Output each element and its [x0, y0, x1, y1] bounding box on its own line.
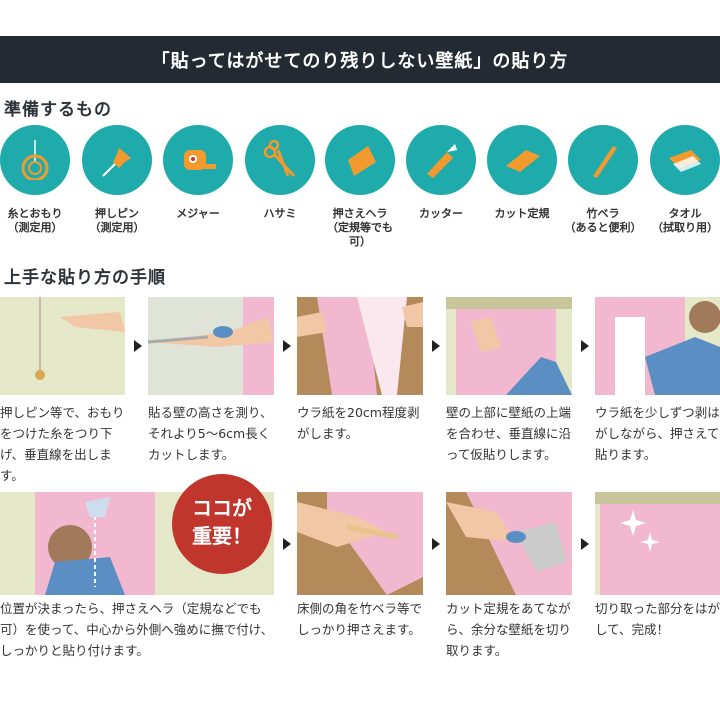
- step-1-image: [0, 297, 125, 395]
- tool-item: 押しピン（測定用）: [76, 125, 158, 235]
- tool-label: 押しピン（測定用）: [76, 207, 158, 235]
- tool-note: （拭取り用）: [652, 221, 718, 234]
- step-2-text: 貼る壁の高さを測り、それより5～6cm長くカットします。: [148, 405, 273, 462]
- arrow-icon: [432, 340, 440, 352]
- tool-label: 竹ベラ（あると便利）: [562, 207, 644, 235]
- tool-item: タオル（拭取り用）: [644, 125, 720, 235]
- step-9-text: 切り取った部分をはがして、完成！: [595, 601, 720, 637]
- step-3-text: ウラ紙を20cm程度剥がします。: [297, 405, 420, 441]
- bamboo-spatula-icon: [568, 125, 638, 195]
- tool-name: メジャー: [176, 207, 220, 220]
- push-pin-icon: [82, 125, 152, 195]
- arrow-icon: [581, 538, 589, 550]
- arrow-icon: [283, 340, 291, 352]
- step-8-image: [446, 492, 572, 595]
- tool-note: （測定用）: [7, 221, 63, 234]
- step-4-image: [446, 297, 572, 395]
- page-title-bar: 「貼ってはがせてのり残りしない壁紙」の貼り方: [0, 36, 720, 83]
- tool-name: カット定規: [494, 207, 550, 220]
- tool-note: （あると便利）: [564, 221, 642, 234]
- step-5-text: ウラ紙を少しずつ剥はがしながら、押さえて貼ります。: [595, 405, 720, 462]
- tool-label: カッター: [400, 207, 482, 221]
- tool-label: 押さえヘラ（定規等でも可）: [319, 207, 401, 249]
- tool-label: カット定規: [481, 207, 563, 221]
- tool-item: ハサミ: [239, 125, 321, 221]
- step-7-image: [297, 492, 423, 595]
- tool-item: カット定規: [481, 125, 563, 221]
- towel-icon: [650, 125, 720, 195]
- tool-name: ハサミ: [263, 207, 297, 220]
- prep-heading: 準備するもの: [4, 100, 112, 120]
- arrow-icon: [581, 340, 589, 352]
- tool-item: カッター: [400, 125, 482, 221]
- tool-label: ハサミ: [239, 207, 321, 221]
- step-4-text: 壁の上部に壁紙の上端を合わせ、垂直線に沿って仮貼りします。: [446, 405, 572, 462]
- tool-note: （測定用）: [89, 221, 145, 234]
- tool-name: カッター: [419, 207, 463, 220]
- step-9-image: [595, 492, 720, 595]
- tool-label: 糸とおもり（測定用）: [0, 207, 76, 235]
- ruler-icon: [487, 125, 557, 195]
- step-8-text: カット定規をあてながら、余分な壁紙を切り取ります。: [446, 601, 572, 658]
- step-6-text: 位置が決まったら、押さえヘラ（定規などでも可）を使って、中心から外側へ強めに撫で…: [0, 601, 274, 658]
- step-5-image: [595, 297, 720, 395]
- tool-label: タオル（拭取り用）: [644, 207, 720, 235]
- tool-label: メジャー: [157, 207, 239, 221]
- tool-item: 竹ベラ（あると便利）: [562, 125, 644, 235]
- cutter-icon: [406, 125, 476, 195]
- tool-name: 押さえヘラ: [332, 207, 388, 220]
- arrow-icon: [134, 340, 142, 352]
- tool-item: メジャー: [157, 125, 239, 221]
- tool-item: 糸とおもり（測定用）: [0, 125, 76, 235]
- step-3-image: [297, 297, 423, 395]
- steps-heading: 上手な貼り方の手順: [4, 268, 166, 288]
- tool-note: （定規等でも可）: [327, 221, 393, 248]
- spatula-icon: [325, 125, 395, 195]
- step-1-text: 押しピン等で、おもりをつけた糸をつり下げ、垂直線を出します。: [0, 405, 125, 483]
- tool-item: 押さえヘラ（定規等でも可）: [319, 125, 401, 249]
- step-7-text: 床側の角を竹ベラ等でしっかり押さえます。: [297, 601, 423, 637]
- arrow-icon: [283, 538, 291, 550]
- step-2-image: [148, 297, 274, 395]
- tape-measure-icon: [163, 125, 233, 195]
- scissors-icon: [245, 125, 315, 195]
- tool-name: 押しピン: [95, 207, 139, 220]
- page-title: 「貼ってはがせてのり残りしない壁紙」の貼り方: [151, 50, 569, 72]
- tool-name: 竹ベラ: [586, 207, 620, 220]
- tool-name: 糸とおもり: [7, 207, 63, 220]
- tool-name: タオル: [668, 207, 702, 220]
- arrow-icon: [432, 538, 440, 550]
- badge-line-2: 重要！: [192, 524, 252, 548]
- important-badge: ココが重要！: [172, 474, 272, 574]
- plumb-line-icon: [0, 125, 70, 195]
- badge-line-1: ココが: [192, 496, 252, 520]
